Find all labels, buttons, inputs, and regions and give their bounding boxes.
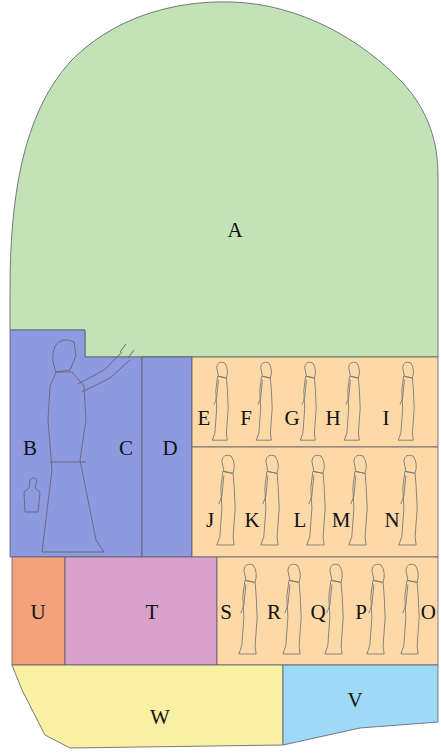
region-outline xyxy=(10,330,192,557)
region-outline xyxy=(192,357,438,447)
text-panel: T xyxy=(65,557,217,665)
region-letter: V xyxy=(347,690,362,711)
region-outline xyxy=(283,665,438,745)
region-outline xyxy=(192,447,438,557)
region-fill xyxy=(217,557,438,665)
region-fill xyxy=(12,665,283,748)
region-outline xyxy=(12,665,283,748)
region-letter: P xyxy=(355,602,367,623)
region-letter: T xyxy=(146,602,159,623)
region-letter: G xyxy=(284,408,299,429)
base-panel: W xyxy=(12,665,283,748)
region-letter: E xyxy=(198,408,211,429)
region-letter: R xyxy=(267,602,281,623)
region-letter: C xyxy=(119,438,133,459)
region-letter: N xyxy=(384,510,399,531)
region-letter: D xyxy=(162,438,177,459)
base-panel: V xyxy=(283,665,438,745)
region-letter: H xyxy=(325,408,340,429)
side-panel: U xyxy=(12,557,65,665)
region-letter: L xyxy=(294,510,307,531)
region-fill xyxy=(192,357,438,447)
text-column: D xyxy=(142,357,192,557)
figure-row: SRQPO xyxy=(217,557,438,665)
region-outline xyxy=(217,557,438,665)
region-letter: S xyxy=(220,602,232,623)
figure-row: J K L M N xyxy=(192,447,438,557)
upper-register: A xyxy=(10,0,438,357)
region-letter: M xyxy=(332,510,351,531)
region-letter: Q xyxy=(310,602,325,623)
figure-row: E F G H I xyxy=(192,357,438,447)
region-outline xyxy=(142,357,192,557)
region-letter: F xyxy=(240,408,252,429)
region-letter: U xyxy=(30,602,45,623)
region-outline xyxy=(12,557,65,665)
region-fill xyxy=(192,447,438,557)
region-outline xyxy=(10,2,438,357)
region-fill xyxy=(10,0,438,357)
region-letter: W xyxy=(150,707,170,728)
region-outline xyxy=(65,557,217,665)
region-letter: B xyxy=(23,438,37,459)
region-letter: O xyxy=(421,602,436,623)
region-letter: A xyxy=(227,220,242,241)
region-fill xyxy=(65,557,217,665)
region-letter: I xyxy=(383,408,390,429)
region-letter: J xyxy=(206,510,214,531)
region-letter: K xyxy=(244,510,259,531)
